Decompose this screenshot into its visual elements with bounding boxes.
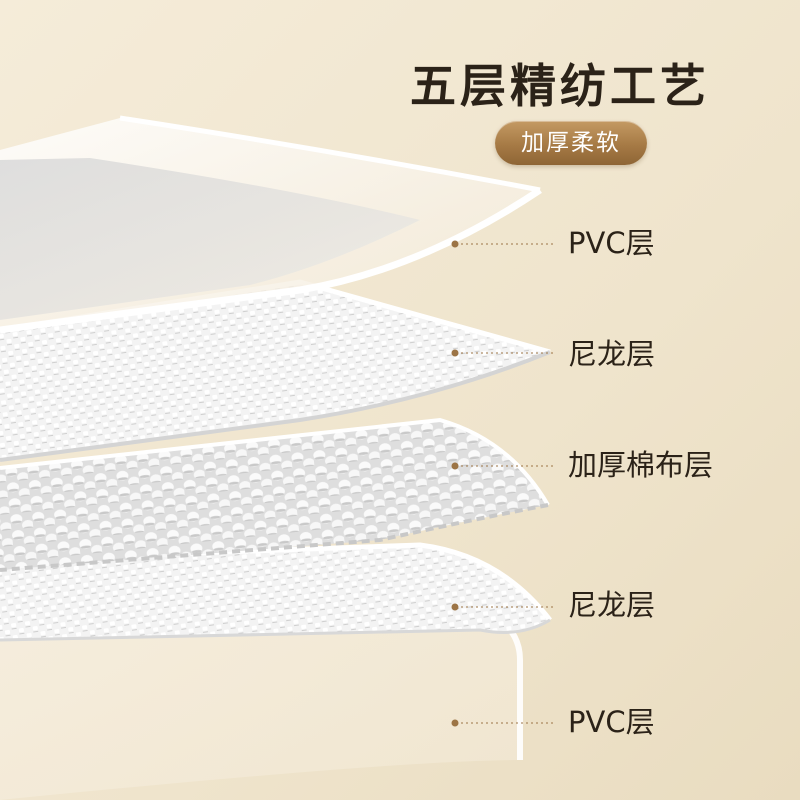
leader-dot-nylon-upper xyxy=(451,349,459,357)
layer-label-nylon-lower: 尼龙层 xyxy=(568,588,656,622)
layer-nylon-upper xyxy=(0,279,551,462)
layer-cotton xyxy=(0,417,550,572)
leader-dot-nylon-lower xyxy=(451,603,459,611)
leader-dot-cotton xyxy=(451,462,459,470)
leader-dots xyxy=(451,240,459,727)
layer-label-pvc-bottom: PVC层 xyxy=(568,705,655,739)
layer-nylon-lower xyxy=(0,542,552,642)
layer-label-pvc-top: PVC层 xyxy=(568,226,655,260)
leader-lines xyxy=(456,243,556,724)
layer-pvc-top xyxy=(0,115,542,334)
layer-label-nylon-upper: 尼龙层 xyxy=(568,337,656,371)
layer-label-cotton: 加厚棉布层 xyxy=(568,448,714,482)
leader-dot-pvc-bottom xyxy=(451,719,459,727)
feature-badge: 加厚柔软 xyxy=(495,121,647,165)
leader-dot-pvc-top xyxy=(451,240,459,248)
page-title: 五层精纺工艺 xyxy=(410,59,710,113)
